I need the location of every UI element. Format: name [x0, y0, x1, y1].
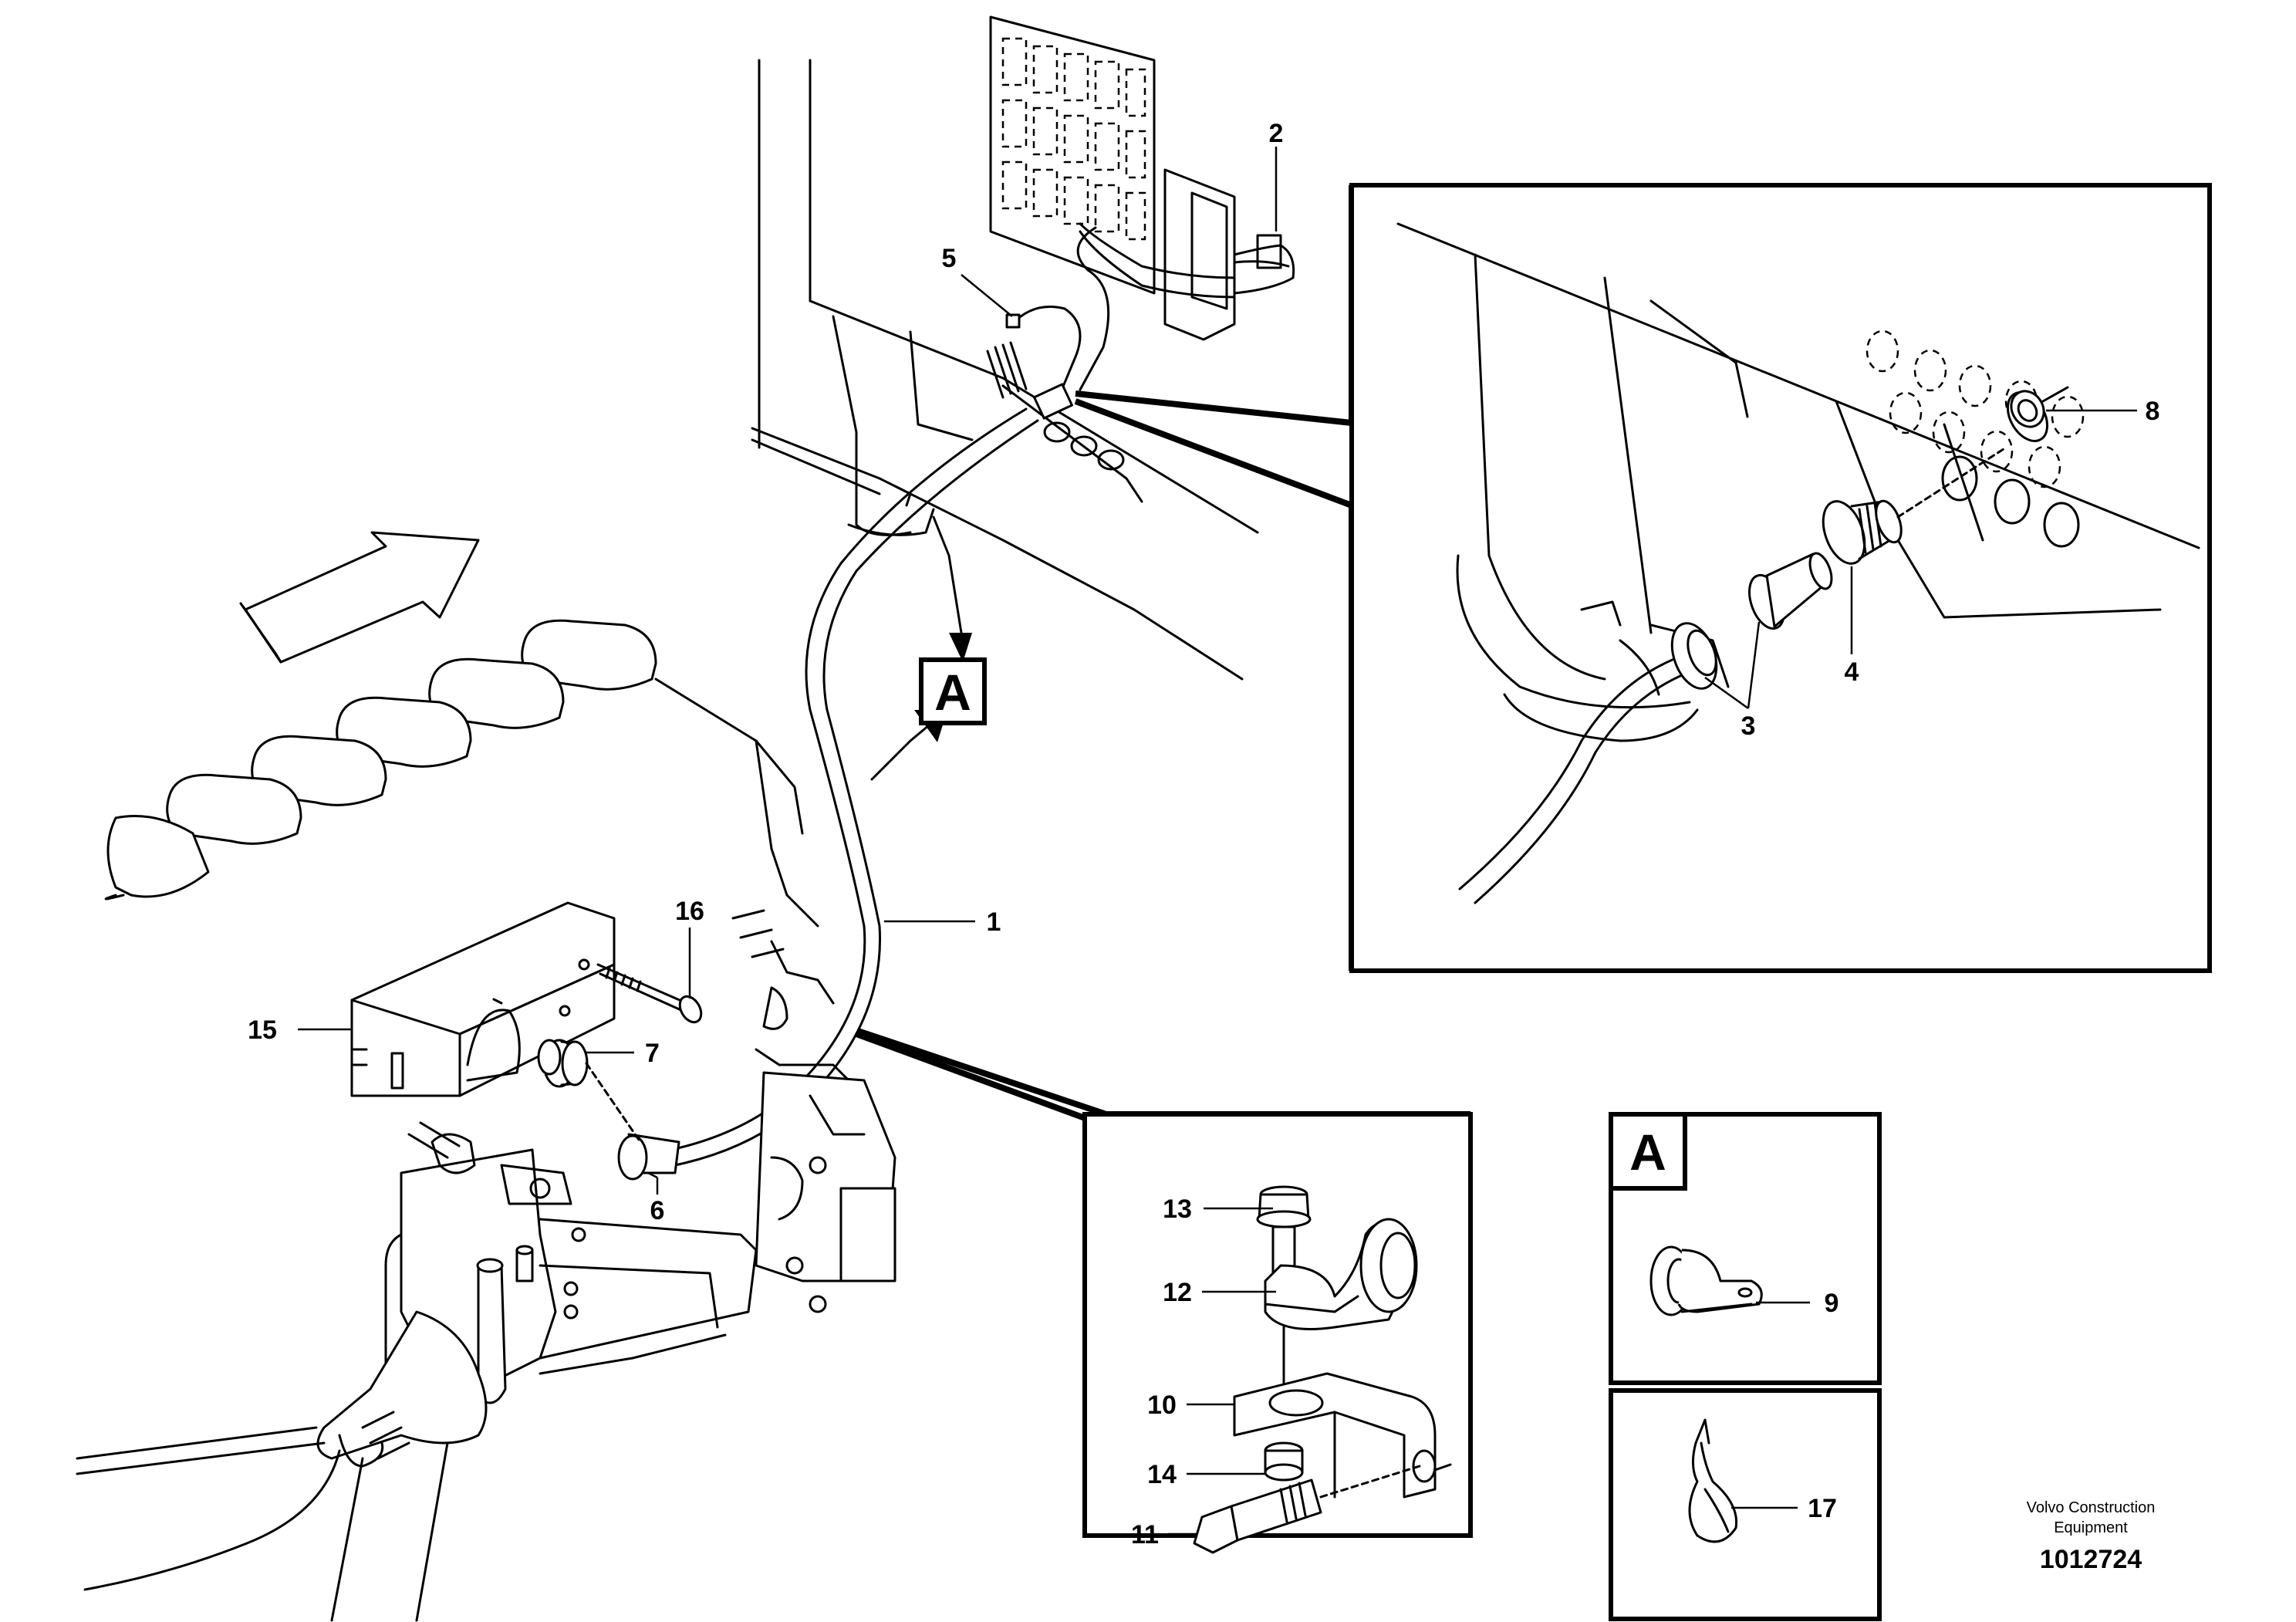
callout-5: 5 [942, 244, 957, 273]
document-number: 1012724 [2040, 1545, 2142, 1574]
callout-6: 6 [650, 1196, 665, 1225]
callout-1: 1 [987, 907, 1001, 937]
callout-14: 14 [1147, 1460, 1177, 1489]
callout-16: 16 [675, 897, 704, 926]
callout-17: 17 [1808, 1494, 1837, 1523]
callout-7: 7 [645, 1039, 660, 1068]
detail-inset-clamp [855, 1028, 1473, 1554]
sensor-housing [350, 901, 616, 1097]
circuit-board-panel [989, 15, 1156, 295]
callout-2: 2 [1269, 119, 1284, 148]
nut-7 [537, 1039, 642, 1144]
callout-10: 10 [1147, 1391, 1177, 1420]
detail-box-letter: A [1629, 1124, 1666, 1181]
connector-bracket [1163, 168, 1295, 341]
brand-line-1: Volvo Construction [2027, 1499, 2156, 1516]
callout-labels: 1 2 3 4 5 6 7 8 9 10 11 12 13 14 15 16 1… [248, 119, 2159, 1549]
detail-box-cable-tie [1609, 1388, 1882, 1621]
footer: Volvo Construction Equipment 1012724 [2027, 1499, 2156, 1574]
callout-11: 11 [1131, 1520, 1159, 1549]
callout-3: 3 [1741, 711, 1756, 741]
detail-inset-fittings [1074, 183, 2212, 973]
view-marker-letter: A [934, 664, 971, 721]
leader-lines [298, 147, 2137, 1536]
engine-assembly [76, 619, 896, 1622]
view-marker-a: A [919, 657, 987, 725]
callout-8: 8 [2146, 397, 2160, 426]
wire-harness [986, 222, 1236, 420]
speedometer-cable [617, 407, 1039, 1181]
brand-line-2: Equipment [2054, 1519, 2128, 1536]
callout-9: 9 [1825, 1289, 1839, 1318]
detail-box-a: A [1609, 1112, 1882, 1385]
callout-15: 15 [248, 1015, 277, 1045]
callout-4: 4 [1845, 657, 1859, 687]
forward-direction-arrow [239, 531, 480, 664]
callout-12: 12 [1163, 1278, 1192, 1307]
view-marker-arrows [870, 515, 972, 781]
bolt-16 [596, 963, 703, 1024]
callout-13: 13 [1163, 1195, 1192, 1224]
